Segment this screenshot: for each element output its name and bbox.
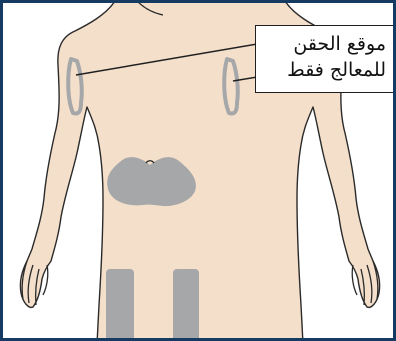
injection-site-callout: موقع الحقن للمعالج فقط (255, 25, 395, 93)
callout-line-2: للمعالج فقط (262, 57, 386, 83)
callout-line-1: موقع الحقن (262, 31, 386, 57)
abdomen-area (107, 157, 196, 206)
right-thigh-area (173, 269, 199, 341)
left-thigh-area (106, 269, 134, 341)
